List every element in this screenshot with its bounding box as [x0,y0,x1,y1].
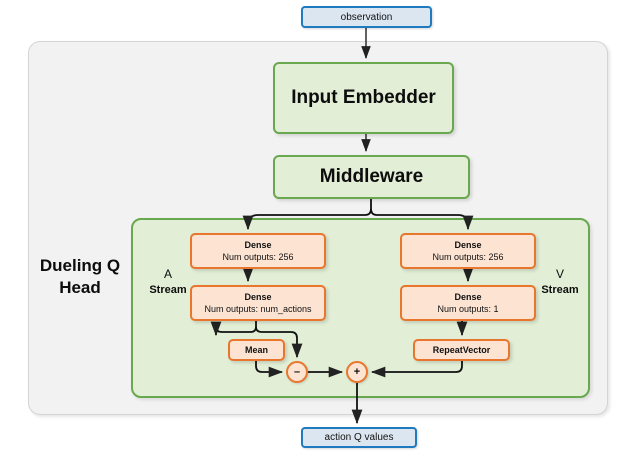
add-operator-icon: + [346,361,368,383]
mean-label: Mean [244,345,268,355]
observation-label: observation [340,11,393,23]
v-stream-dense-2: Dense Num outputs: 1 [400,285,536,321]
subtract-operator-icon: – [286,361,308,383]
dueling-q-head-label: Dueling Q Head [39,256,121,297]
a-stream-dense-2: Dense Num outputs: num_actions [190,285,326,321]
middleware-label: Middleware [319,166,424,187]
input-embedder-label: Input Embedder [291,87,436,108]
a-stream-label: A Stream [138,267,198,298]
action-q-values-output-box: action Q values [301,427,417,448]
a-dense-2-title: Dense [244,291,272,302]
v-stream-dense-1: Dense Num outputs: 256 [400,233,536,269]
mean-block: Mean [228,339,285,361]
v-dense-2-title: Dense [454,291,482,302]
a-stream-word: Stream [149,284,187,296]
input-embedder-block: Input Embedder [273,62,454,134]
middleware-block: Middleware [273,155,470,199]
subtract-glyph: – [293,365,301,378]
add-glyph: + [353,365,361,378]
a-dense-2-subtitle: Num outputs: num_actions [204,303,312,314]
v-dense-1-subtitle: Num outputs: 256 [432,251,504,262]
v-stream-letter: V [555,267,564,281]
a-dense-1-title: Dense [244,239,272,250]
repeat-vector-block: RepeatVector [413,339,510,361]
repeat-vector-label: RepeatVector [432,345,491,355]
v-stream-label: V Stream [530,267,590,298]
action-q-values-label: action Q values [324,432,394,443]
a-dense-1-subtitle: Num outputs: 256 [222,251,294,262]
v-dense-1-title: Dense [454,239,482,250]
observation-input-box: observation [301,6,432,28]
a-stream-letter: A [163,267,172,281]
a-stream-dense-1: Dense Num outputs: 256 [190,233,326,269]
v-dense-2-subtitle: Num outputs: 1 [437,303,499,314]
v-stream-word: Stream [541,284,579,296]
